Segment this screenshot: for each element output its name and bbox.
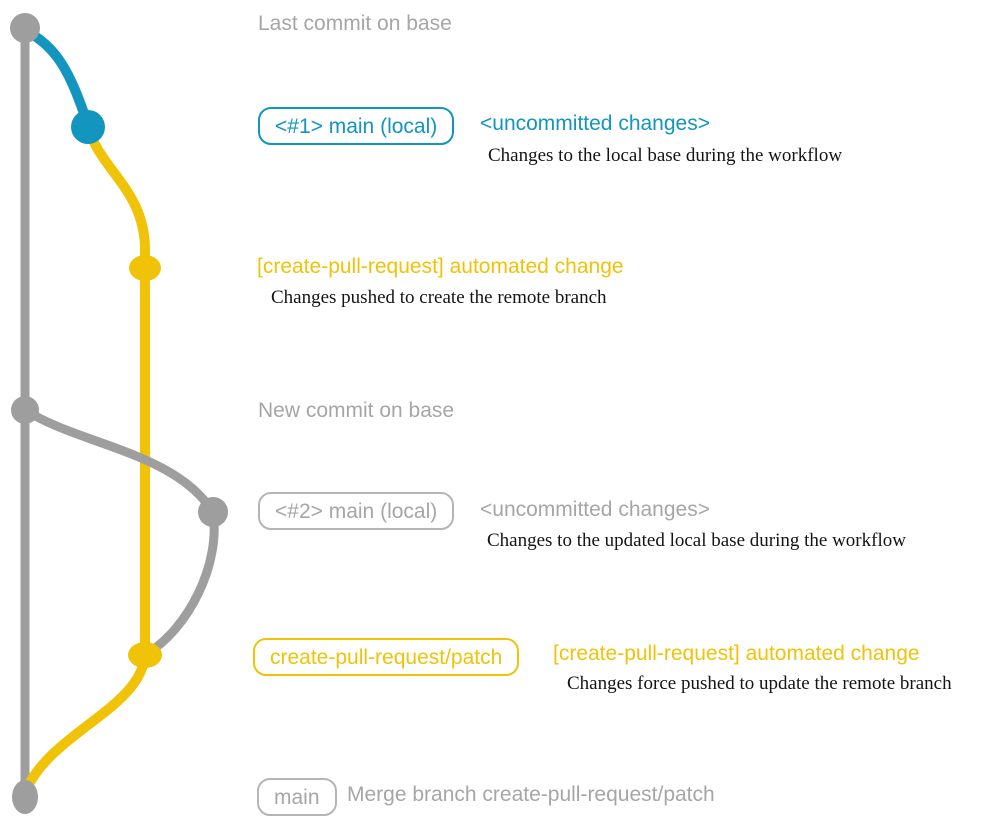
commit-dot-automated-1 [129,255,161,281]
branch-badge-main-local-2: <#2> main (local) [258,492,455,530]
commit-dot-last-base [10,13,40,43]
commit-note-uncommitted-2: Changes to the updated local base during… [487,530,906,551]
base-update-branch-line [20,405,218,517]
branch-badge-main-label: main [274,785,320,809]
label-new-commit-on-base: New commit on base [258,399,455,422]
branch-badge-patch: create-pull-request/patch [253,638,520,676]
commit-dot-main-local-2 [198,497,228,527]
commit-dot-automated-2 [128,642,162,668]
commit-dot-new-base [11,396,39,424]
commit-title-uncommitted-1: <uncommitted changes> [480,112,710,135]
branch-badge-main: main [257,778,337,816]
commit-note-automated-1: Changes pushed to create the remote bran… [271,287,607,308]
branch-badge-patch-label: create-pull-request/patch [270,645,503,669]
commit-title-merge: Merge branch create-pull-request/patch [347,783,715,806]
commit-note-uncommitted-1: Changes to the local base during the wor… [488,145,843,166]
pr-branch-line [21,122,150,795]
commit-title-automated-1: [create-pull-request] automated change [257,255,624,278]
branch-badge-main-local-1-label: <#1> main (local) [275,114,438,138]
branch-badge-main-local-1: <#1> main (local) [258,107,455,145]
commit-dot-merge [12,780,38,814]
rebase-branch-line [143,507,219,658]
commit-dot-main-local-1 [71,110,105,144]
commit-title-uncommitted-2: <uncommitted changes> [480,498,710,521]
branch-badge-main-local-2-label: <#2> main (local) [275,499,438,523]
label-last-commit-on-base: Last commit on base [258,12,452,35]
commit-note-automated-2: Changes force pushed to update the remot… [567,673,952,694]
local-main-branch-line [20,25,93,130]
commit-title-automated-2: [create-pull-request] automated change [553,642,920,665]
